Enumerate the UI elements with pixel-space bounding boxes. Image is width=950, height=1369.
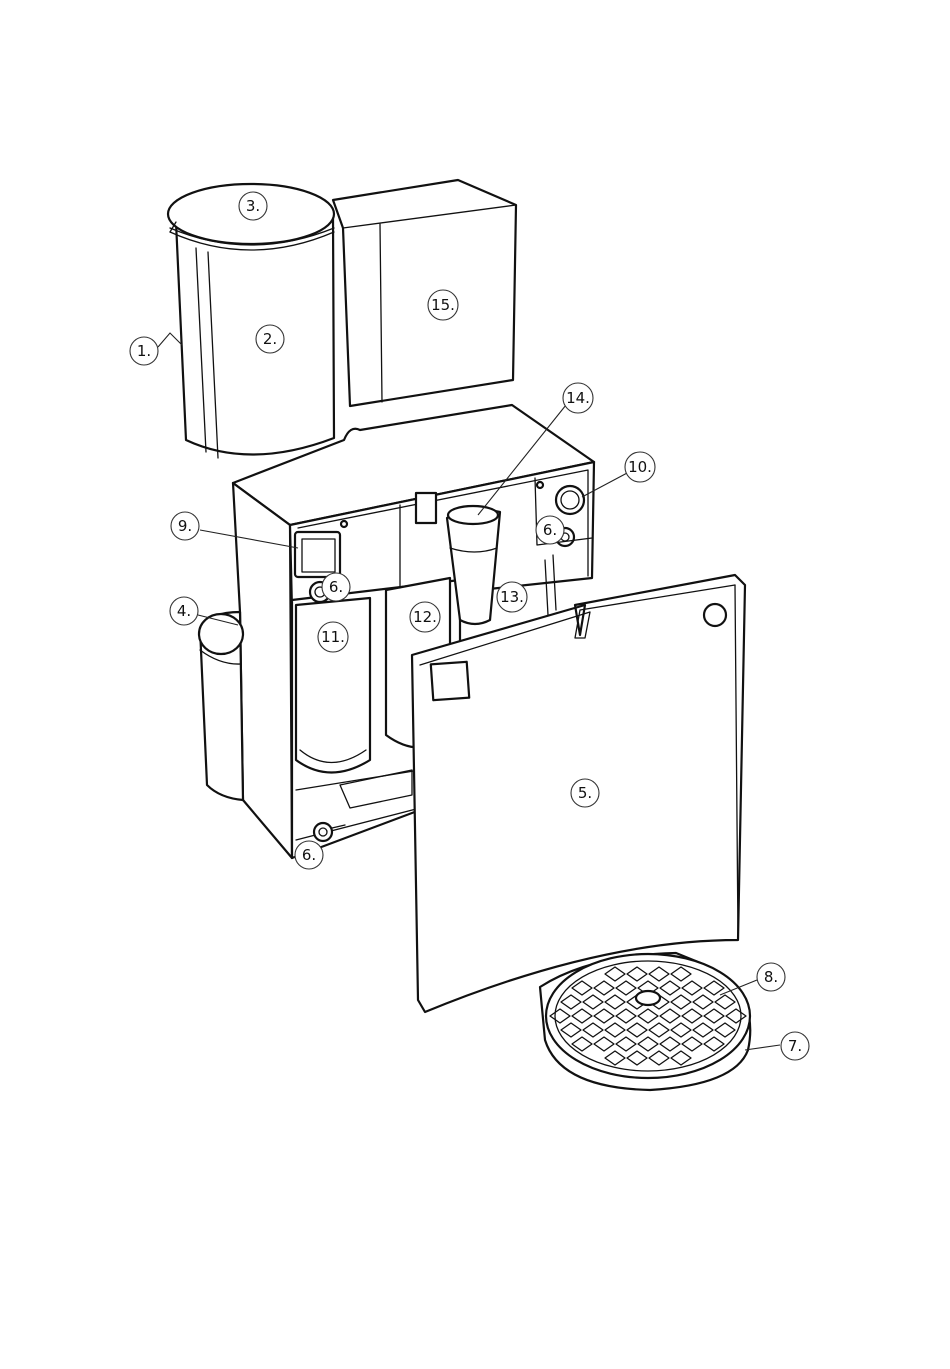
- callout-number: 15.: [431, 296, 455, 314]
- callout-number: 3.: [246, 197, 260, 215]
- callout-c4: 4.: [170, 597, 198, 625]
- callout-number: 2.: [263, 330, 277, 348]
- callout-c8: 8.: [757, 963, 785, 991]
- callout-number: 10.: [628, 458, 652, 476]
- bean-hopper: [168, 184, 334, 458]
- callout-number: 6.: [302, 846, 316, 864]
- callout-number: 14.: [566, 389, 590, 407]
- callout-c3: 3.: [239, 192, 267, 220]
- rear-container-box: [333, 180, 516, 406]
- callout-c6c: 6.: [295, 841, 323, 869]
- callout-number: 13.: [500, 588, 524, 606]
- callout-number: 6.: [329, 578, 343, 596]
- waste-container: [199, 612, 243, 800]
- callout-c6b: 6.: [536, 516, 564, 544]
- grate-center: [636, 991, 660, 1005]
- callout-c6a: 6.: [322, 573, 350, 601]
- callout-c11: 11.: [318, 622, 348, 652]
- callout-number: 5.: [578, 784, 592, 802]
- callout-c12: 12.: [410, 602, 440, 632]
- callout-number: 12.: [413, 608, 437, 626]
- callout-c9: 9.: [171, 512, 199, 540]
- callout-number: 8.: [764, 968, 778, 986]
- callout-number: 6.: [543, 521, 557, 539]
- callout-c7: 7.: [781, 1032, 809, 1060]
- callout-c13: 13.: [497, 582, 527, 612]
- callout-c1: 1.: [130, 337, 158, 365]
- callout-number: 4.: [177, 602, 191, 620]
- callout-c10: 10.: [625, 452, 655, 482]
- callout-number: 1.: [137, 342, 151, 360]
- callout-c5: 5.: [571, 779, 599, 807]
- callout-c15: 15.: [428, 290, 458, 320]
- callout-c14: 14.: [563, 383, 593, 413]
- callout-number: 11.: [321, 628, 345, 646]
- callout-number: 9.: [178, 517, 192, 535]
- callout-number: 7.: [788, 1037, 802, 1055]
- callout-c2: 2.: [256, 325, 284, 353]
